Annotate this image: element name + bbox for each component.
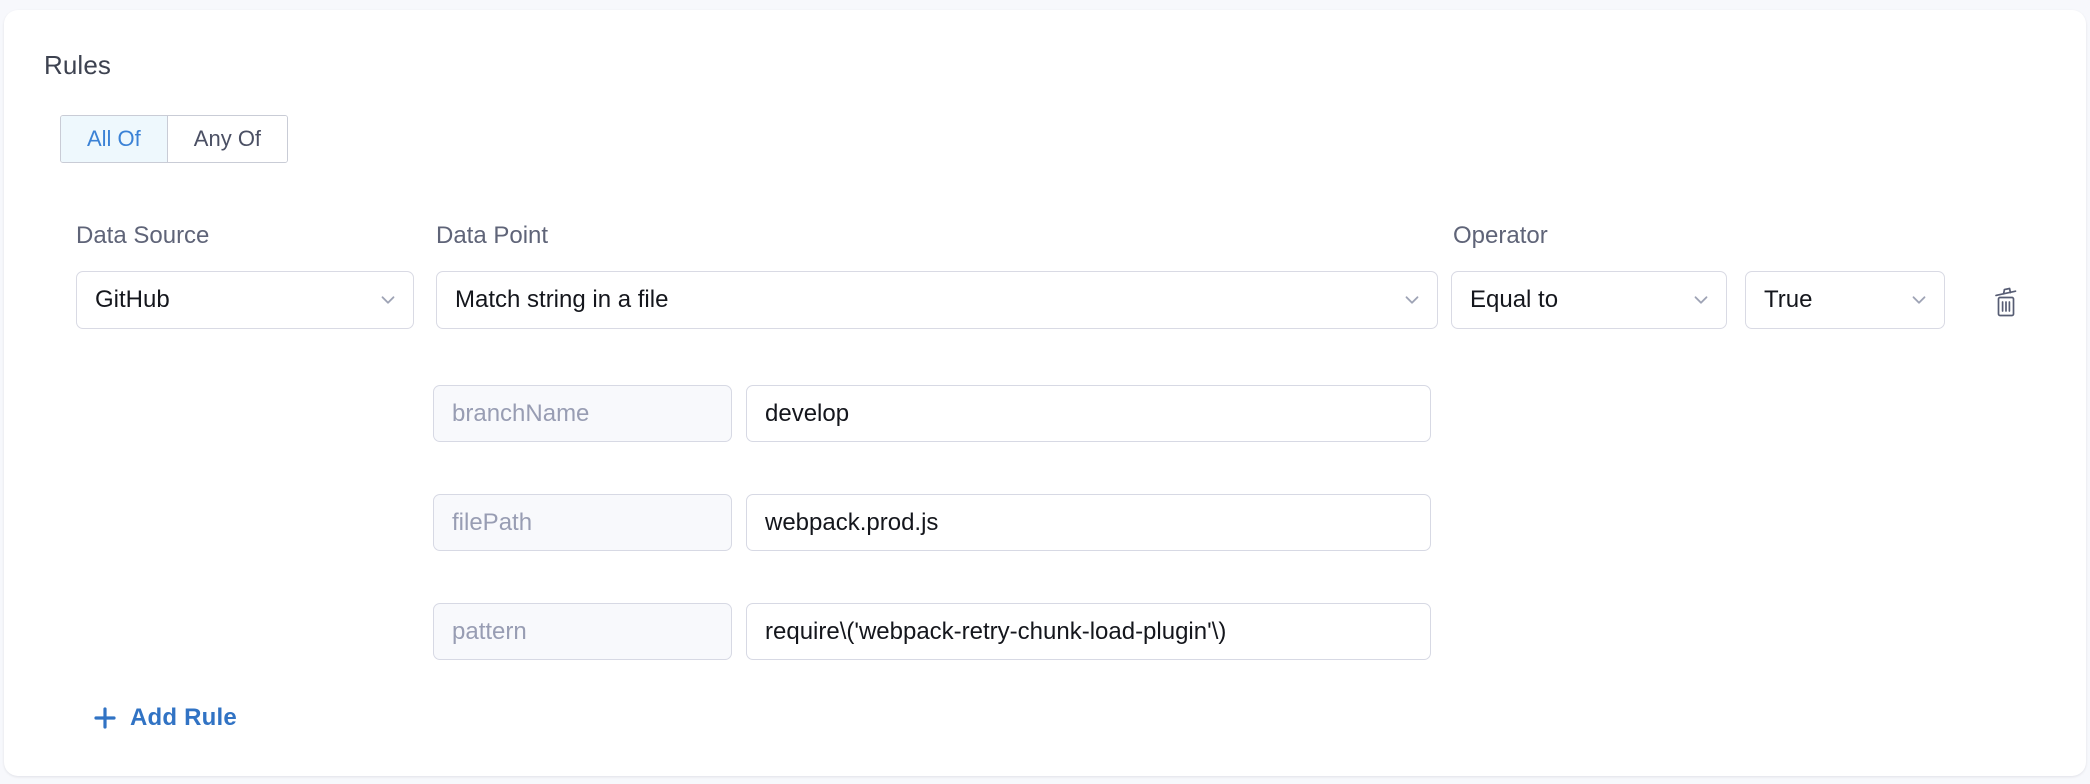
- data-point-select[interactable]: Match string in a file: [436, 271, 1438, 329]
- match-mode-any-of-button[interactable]: Any Of: [166, 116, 288, 162]
- data-point-label: Data Point: [436, 222, 549, 249]
- trash-icon: [1990, 285, 2022, 322]
- data-source-label: Data Source: [76, 222, 210, 249]
- parameter-row: branchName develop: [433, 385, 1431, 442]
- match-mode-all-of-button[interactable]: All Of: [61, 116, 167, 162]
- chevron-down-icon: [1401, 289, 1423, 311]
- data-source-select[interactable]: GitHub: [76, 271, 414, 329]
- parameter-row: pattern require\('webpack-retry-chunk-lo…: [433, 603, 1431, 660]
- operator-boolean-value: True: [1764, 286, 1813, 313]
- chevron-down-icon: [1908, 289, 1930, 311]
- page-title: Rules: [44, 50, 111, 80]
- parameter-value-filepath[interactable]: webpack.prod.js: [746, 494, 1431, 551]
- parameter-key-branchname: branchName: [433, 385, 732, 442]
- add-rule-label: Add Rule: [130, 704, 237, 731]
- operator-label: Operator: [1453, 222, 1548, 249]
- delete-rule-button[interactable]: [1983, 282, 2029, 324]
- parameter-value-pattern[interactable]: require\('webpack-retry-chunk-load-plugi…: [746, 603, 1431, 660]
- match-mode-toggle-group: All Of Any Of: [60, 115, 289, 163]
- parameter-key-filepath: filePath: [433, 494, 732, 551]
- rules-card: Rules All Of Any Of Data Source Data Poi…: [4, 10, 2086, 776]
- operator-boolean-select[interactable]: True: [1745, 271, 1945, 329]
- plus-icon: [92, 705, 118, 731]
- parameter-row: filePath webpack.prod.js: [433, 494, 1431, 551]
- chevron-down-icon: [1690, 289, 1712, 311]
- parameter-key-pattern: pattern: [433, 603, 732, 660]
- data-point-value: Match string in a file: [455, 286, 669, 313]
- operator-select[interactable]: Equal to: [1451, 271, 1727, 329]
- parameter-value-branchname[interactable]: develop: [746, 385, 1431, 442]
- data-source-value: GitHub: [95, 286, 170, 313]
- add-rule-button[interactable]: Add Rule: [92, 704, 237, 732]
- chevron-down-icon: [377, 289, 399, 311]
- operator-value: Equal to: [1470, 286, 1559, 313]
